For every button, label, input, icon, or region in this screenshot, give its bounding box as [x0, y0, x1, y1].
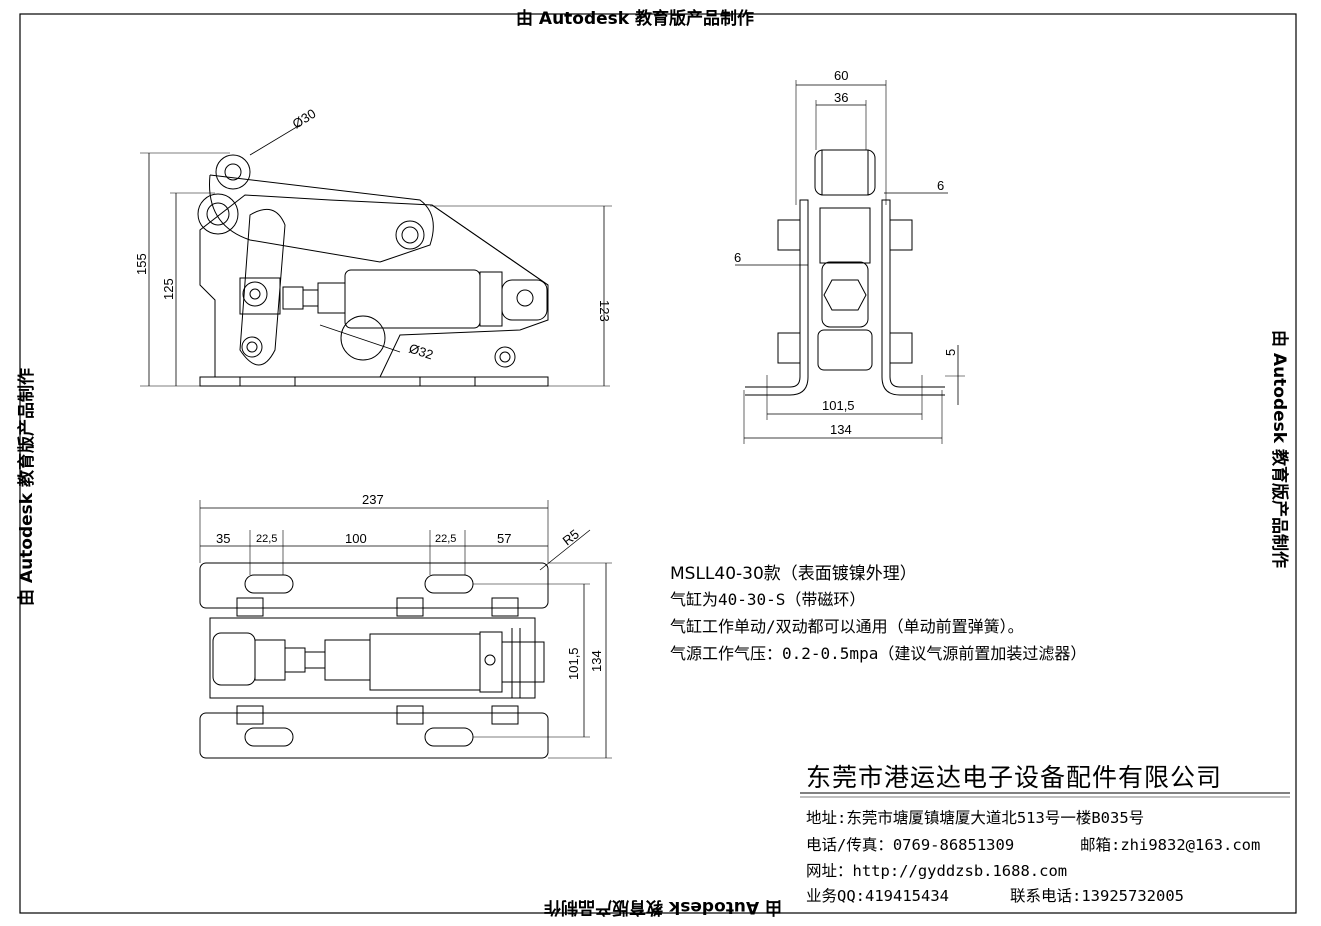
dim-101-5-top: 101,5 [566, 647, 581, 680]
dim-6-side: 6 [734, 250, 741, 265]
dim-5: 5 [943, 349, 958, 356]
watermark-left: 由 Autodesk 教育版产品制作 [17, 367, 37, 606]
end-view [735, 80, 965, 444]
dim-57: 57 [497, 531, 511, 546]
dim-60: 60 [834, 68, 848, 83]
company-qq: 业务QQ:419415434 [806, 887, 949, 905]
dim-36: 36 [834, 90, 848, 105]
dim-134-top: 134 [589, 650, 604, 672]
dim-22-5-a: 22,5 [256, 533, 277, 545]
dim-101-5-end: 101,5 [822, 398, 855, 413]
top-view [199, 500, 612, 759]
dim-r5: R5 [560, 526, 582, 548]
company-phone: 电话/传真：0769-86851309 [806, 836, 1015, 854]
company-address: 地址:东莞市塘厦镇塘厦大道北513号一楼B035号 [806, 809, 1145, 827]
drawing-border [19, 13, 1297, 914]
dim-35: 35 [216, 531, 230, 546]
watermark-bottom: 由 Autodesk 教育版产品制作 [543, 897, 782, 917]
company-email: 邮箱:zhi9832@163.com [1080, 836, 1261, 854]
watermark-top: 由 Autodesk 教育版产品制作 [516, 9, 755, 29]
company-website: 网址：http://gyddzsb.1688.com [806, 862, 1068, 880]
notes-title: MSLL40-30款（表面镀镍外理） [670, 564, 917, 584]
dim-22-5-b: 22,5 [435, 533, 456, 545]
dim-100: 100 [345, 531, 367, 546]
dim-d30: Ø30 [290, 106, 319, 132]
dim-6-top: 6 [937, 178, 944, 193]
dim-134-end: 134 [830, 422, 852, 437]
side-view [140, 124, 612, 387]
watermark-right: 由 Autodesk 教育版产品制作 [1269, 330, 1289, 569]
dim-d32: Ø32 [407, 341, 435, 363]
notes-line-2: 气缸工作单动/双动都可以通用（单动前置弹簧）。 [670, 617, 1024, 636]
notes-line-1: 气缸为40-30-S（带磁环） [670, 590, 866, 609]
company-name: 东莞市港运达电子设备配件有限公司 [806, 763, 1223, 792]
dim-155: 155 [134, 253, 149, 275]
dim-123: 123 [597, 300, 612, 322]
dim-125: 125 [161, 278, 176, 300]
notes-line-3: 气源工作气压：0.2-0.5mpa（建议气源前置加装过滤器） [670, 644, 1087, 663]
dim-237: 237 [362, 492, 384, 507]
company-contact: 联系电话:13925732005 [1010, 887, 1184, 905]
